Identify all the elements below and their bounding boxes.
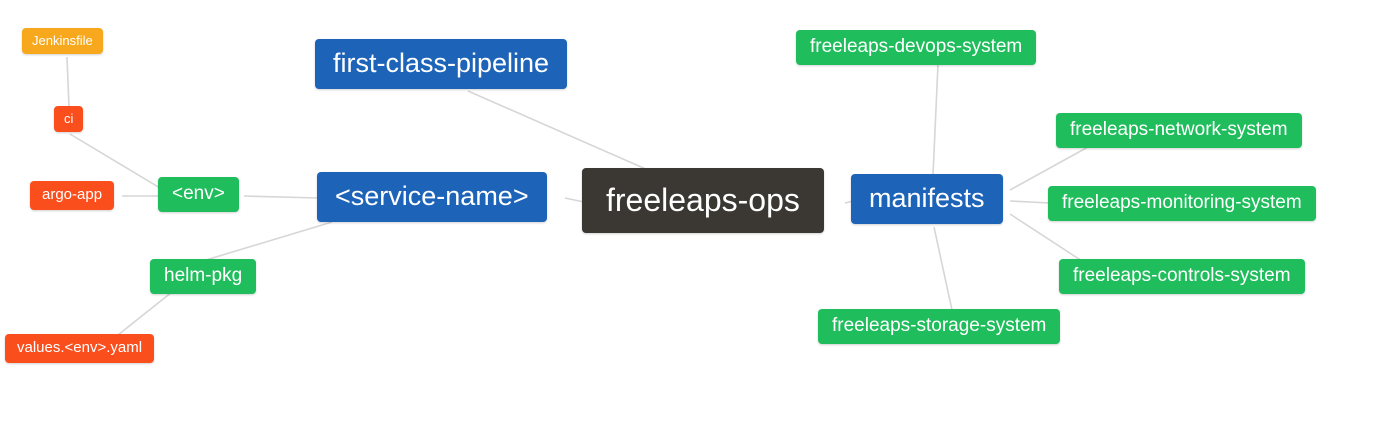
node-jenkinsfile[interactable]: Jenkinsfile [22,28,103,55]
node-freeleaps-devops-system[interactable]: freeleaps-devops-system [796,30,1037,65]
edge-values-env-yaml-helm-pkg [117,291,173,336]
node-values-env-yaml[interactable]: values.<env>.yaml [5,334,155,363]
edge-env-service-name [243,195,319,199]
edge-first-class-pipeline-freeleaps-ops [467,90,649,171]
node-freeleaps-storage-system[interactable]: freeleaps-storage-system [818,309,1061,344]
node-first-class-pipeline[interactable]: first-class-pipeline [315,39,568,89]
edge-manifests-network-system [1009,146,1089,191]
node-manifests[interactable]: manifests [851,174,1003,224]
edge-ci-env [69,133,161,189]
node-freeleaps-monitoring-system[interactable]: freeleaps-monitoring-system [1048,186,1316,221]
edge-helm-pkg-service-name [205,221,333,261]
edge-manifests-controls-system [1009,213,1083,262]
node-ci[interactable]: ci [54,106,84,133]
node-argo-app[interactable]: argo-app [30,181,115,210]
node-service-name[interactable]: <service-name> [317,172,547,222]
edge-manifests-storage-system [933,226,953,311]
edge-manifests-devops-system [932,63,939,176]
node-helm-pkg[interactable]: helm-pkg [150,259,257,294]
edge-service-name-freeleaps-ops [564,197,585,203]
edge-jenkinsfile-ci [66,56,70,108]
node-freeleaps-network-system[interactable]: freeleaps-network-system [1056,113,1302,148]
node-freeleaps-ops[interactable]: freeleaps-ops [582,168,824,234]
node-env[interactable]: <env> [158,177,239,212]
edge-manifests-monitoring-system [1009,200,1051,204]
node-freeleaps-controls-system[interactable]: freeleaps-controls-system [1059,259,1305,294]
